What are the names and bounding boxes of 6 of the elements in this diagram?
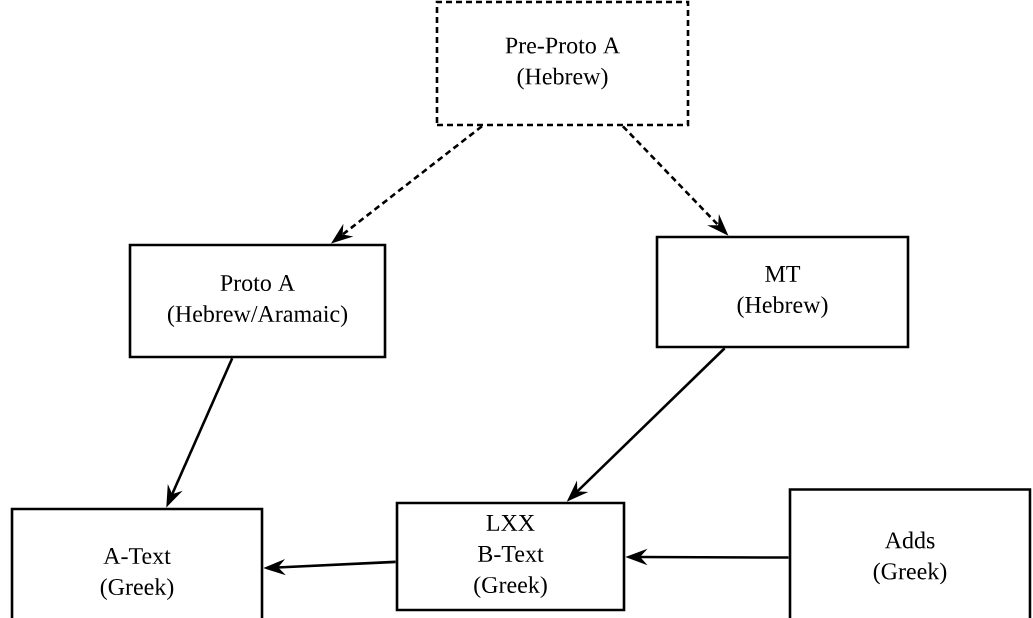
text-box: A-Text (Greek) — [10, 507, 264, 618]
text-box: LXX B-Text (Greek) — [395, 501, 626, 612]
text-box: Pre-Proto A (Hebrew) — [435, 0, 690, 127]
text-box: Adds (Greek) — [788, 488, 1032, 618]
text-box: Proto A (Hebrew/Aramaic) — [128, 243, 387, 359]
text-box: MT (Hebrew) — [655, 235, 910, 349]
